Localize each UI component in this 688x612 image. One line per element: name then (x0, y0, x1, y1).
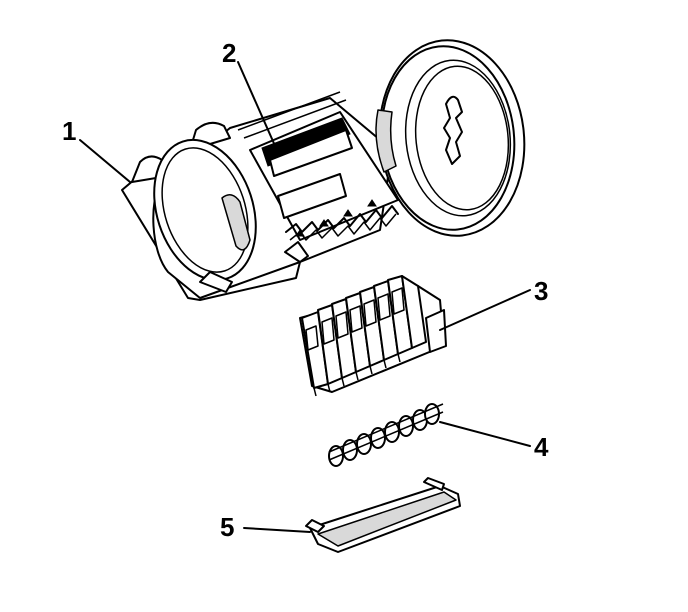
callout-3: 3 (534, 276, 548, 306)
tumbler-springs (328, 403, 444, 467)
callout-labels: 1 2 3 4 5 (62, 38, 549, 542)
callout-4: 4 (534, 432, 549, 462)
callout-1: 1 (62, 116, 76, 146)
leader-line-5 (243, 527, 311, 533)
leader-line-1 (79, 139, 131, 183)
key-slot-icon (443, 95, 463, 165)
leader-line-2 (237, 61, 277, 149)
lock-cylinder-housing (121, 91, 399, 301)
callout-2: 2 (222, 38, 236, 68)
cylinder-face-cap (375, 39, 526, 237)
callout-5: 5 (220, 512, 234, 542)
leader-line-3 (439, 289, 531, 331)
leader-lines (79, 61, 531, 533)
tumbler-set (299, 275, 447, 397)
leader-line-4 (439, 421, 531, 447)
tumbler-retainer (305, 477, 461, 553)
